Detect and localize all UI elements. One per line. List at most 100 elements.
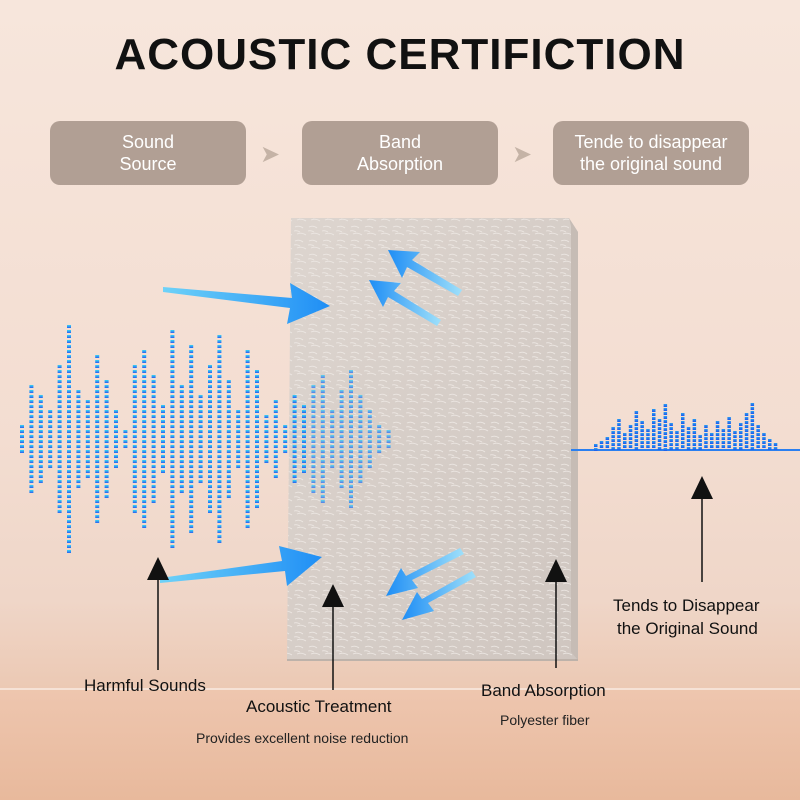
step-line: Sound — [121, 132, 175, 152]
wave-segment — [217, 360, 222, 363]
wave-segment — [245, 430, 250, 433]
wave-segment — [628, 433, 633, 436]
wave-segment — [132, 440, 137, 443]
wave-segment — [320, 485, 325, 488]
wave-segment — [617, 423, 621, 426]
wave-segment — [611, 447, 615, 450]
wave-segment — [302, 425, 306, 428]
wave-segment — [255, 465, 259, 468]
wave-segment — [311, 440, 316, 443]
wave-segment — [349, 430, 353, 433]
wave-segment — [349, 500, 353, 503]
wave-segment — [663, 448, 668, 451]
wave-segment — [617, 419, 621, 422]
wave-segment — [377, 430, 382, 433]
wave-segment — [302, 430, 306, 433]
wave-segment — [57, 440, 62, 443]
wave-segment — [114, 445, 118, 448]
wave-segment — [189, 360, 194, 363]
wave-segment — [123, 430, 128, 433]
wave-segment — [311, 425, 316, 428]
wave-segment — [283, 435, 288, 438]
wave-segment — [189, 495, 194, 498]
wave-segment — [750, 411, 755, 414]
wave-segment — [67, 445, 71, 448]
wave-segment — [208, 465, 212, 468]
wave-segment — [273, 460, 278, 463]
wave-segment — [170, 440, 175, 443]
arrow-right-icon — [160, 546, 322, 586]
wave-segment — [132, 430, 137, 433]
wave-segment — [217, 500, 222, 503]
wave-segment — [611, 435, 615, 438]
wave-segment — [114, 420, 118, 423]
wave-segment — [669, 431, 673, 434]
wave-segment — [750, 407, 755, 410]
wave-segment — [663, 416, 668, 419]
wave-segment — [339, 425, 344, 428]
wave-segment — [57, 500, 62, 503]
wave-segment — [161, 410, 165, 413]
wave-segment — [76, 395, 81, 398]
wave-segment — [104, 490, 109, 493]
wave-segment — [236, 465, 241, 468]
wave-segment — [739, 427, 743, 430]
wave-segment — [640, 425, 644, 428]
wave-segment — [95, 425, 100, 428]
wave-segment — [85, 460, 90, 463]
wave-segment — [189, 425, 194, 428]
wave-segment — [756, 437, 760, 440]
wave-segment — [198, 450, 203, 453]
wave-segment — [320, 455, 325, 458]
wave-segment — [189, 355, 194, 358]
wave-segment — [170, 405, 175, 408]
wave-segment — [367, 440, 372, 443]
wave-segment — [320, 480, 325, 483]
wave-segment — [208, 385, 212, 388]
wave-segment — [132, 445, 137, 448]
wave-segment — [762, 441, 766, 444]
wave-segment — [198, 445, 203, 448]
wave-segment — [330, 465, 335, 468]
wave-segment — [245, 480, 250, 483]
wave-segment — [151, 400, 156, 403]
wave-segment — [245, 515, 250, 518]
wave-segment — [29, 445, 34, 448]
wave-segment — [114, 460, 118, 463]
wave-segment — [151, 430, 156, 433]
wave-segment — [217, 425, 222, 428]
label-tends-disappear: Tends to Disappear — [613, 596, 760, 615]
wave-segment — [762, 437, 766, 440]
wave-segment — [170, 460, 175, 463]
wave-segment — [208, 505, 212, 508]
wave-segment — [208, 430, 212, 433]
wave-segment — [67, 385, 71, 388]
wave-segment — [236, 430, 241, 433]
wave-segment — [663, 440, 668, 443]
wave-segment — [20, 450, 24, 453]
wave-segment — [245, 525, 250, 528]
wave-segment — [704, 425, 708, 428]
wave-segment — [226, 445, 231, 448]
wave-segment — [320, 375, 325, 378]
wave-segment — [132, 385, 137, 388]
wave-segment — [255, 440, 259, 443]
wave-segment — [217, 430, 222, 433]
wave-segment — [198, 420, 203, 423]
wave-segment — [226, 450, 231, 453]
wave-segment — [681, 425, 685, 428]
wave-segment — [646, 429, 650, 432]
wave-segment — [132, 370, 137, 373]
wave-segment — [727, 417, 731, 420]
wave-segment — [29, 485, 34, 488]
wave-segment — [236, 425, 241, 428]
wave-segment — [170, 480, 175, 483]
wave-segment — [681, 421, 685, 424]
wave-segment — [245, 490, 250, 493]
wave-segment — [57, 405, 62, 408]
wave-segment — [208, 420, 212, 423]
wave-segment — [76, 470, 81, 473]
wave-segment — [198, 465, 203, 468]
wave-segment — [151, 450, 156, 453]
wave-segment — [161, 415, 165, 418]
